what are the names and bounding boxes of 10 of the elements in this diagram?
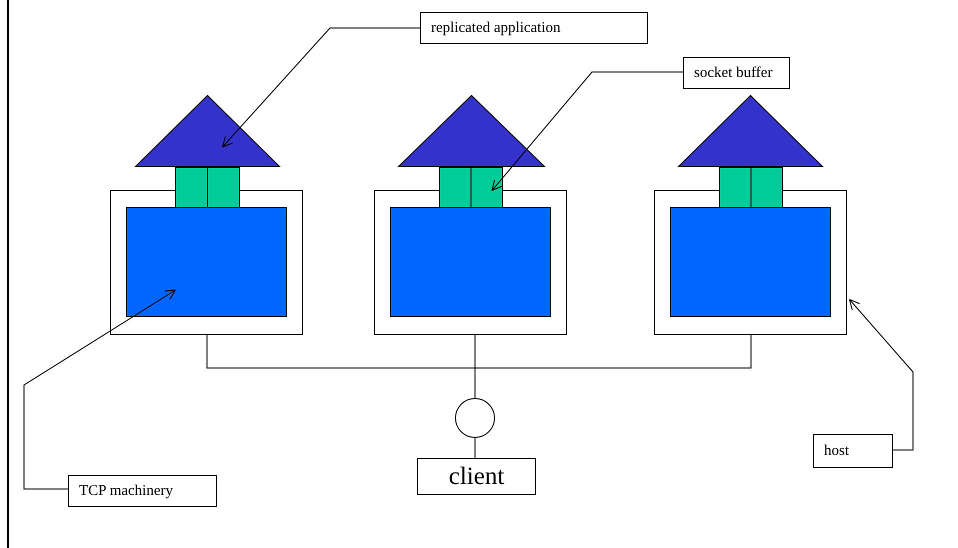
label-box: replicated application bbox=[420, 12, 648, 44]
leader-line bbox=[24, 290, 176, 490]
leader-line bbox=[492, 72, 684, 191]
label-box: host bbox=[813, 434, 893, 468]
connector-line bbox=[474, 438, 476, 458]
leader-line bbox=[222, 28, 420, 148]
label-box: TCP machinery bbox=[68, 475, 217, 507]
label-box: socket buffer bbox=[683, 57, 790, 89]
leader-line bbox=[849, 299, 914, 450]
label-box: client bbox=[417, 458, 536, 495]
